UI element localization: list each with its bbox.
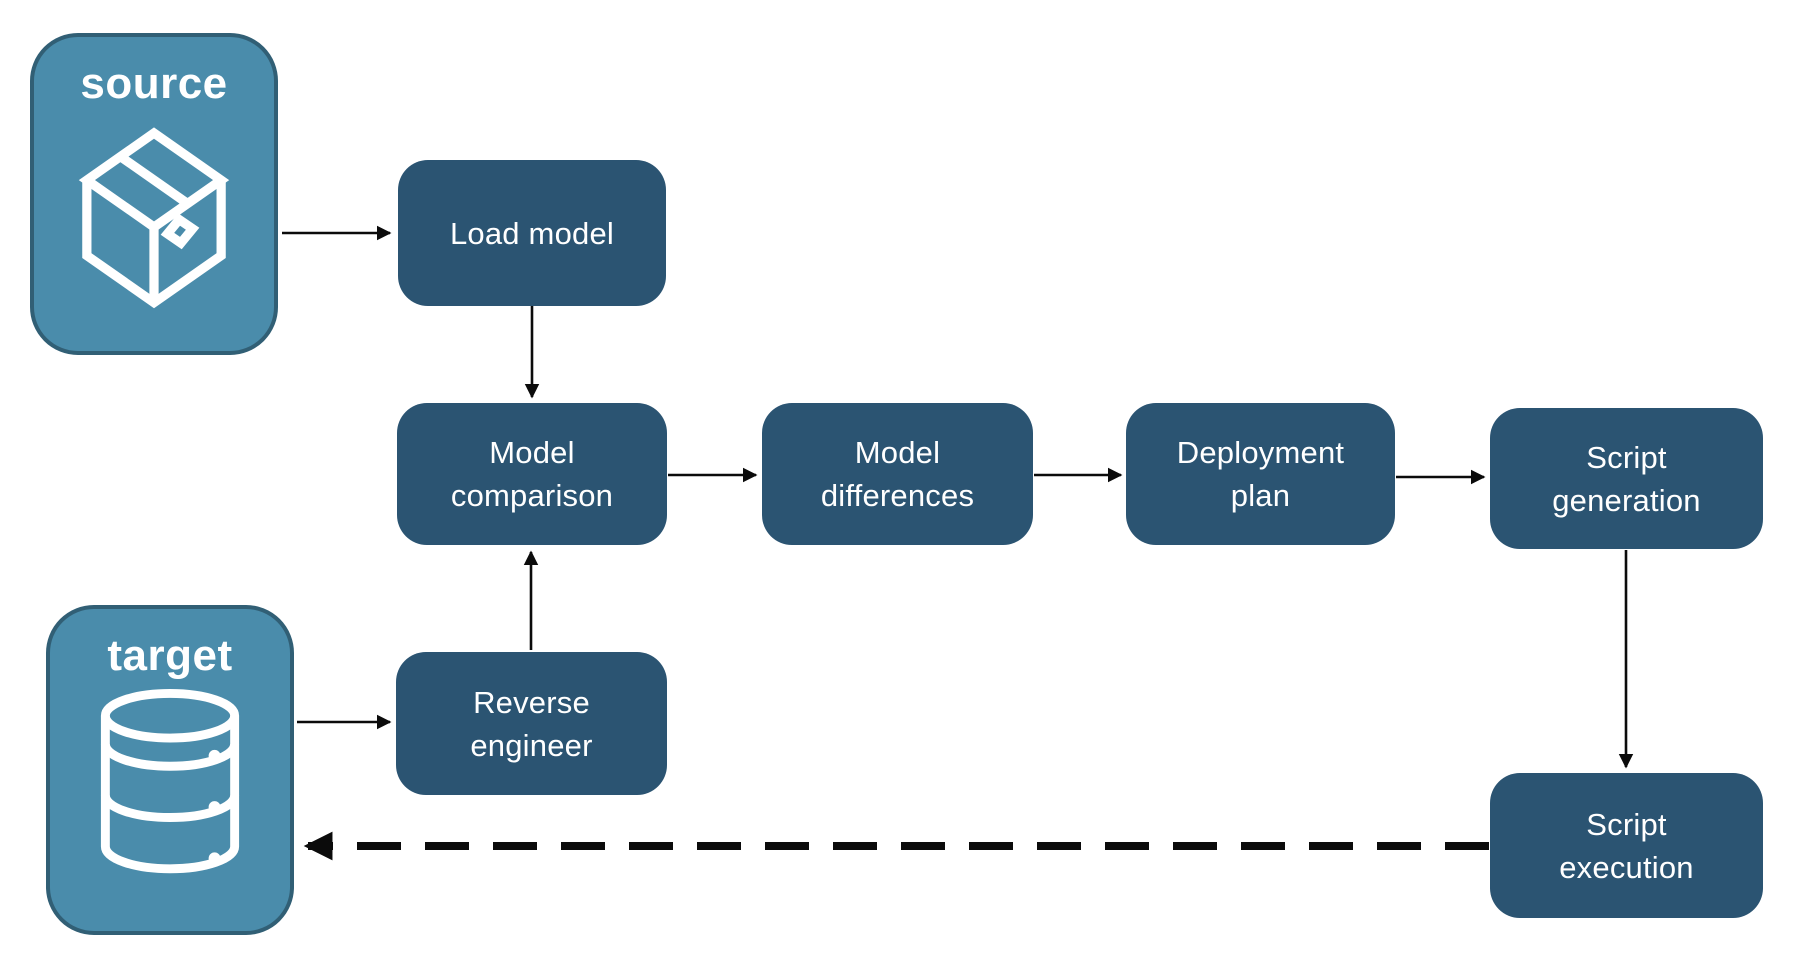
package-icon bbox=[78, 127, 230, 309]
node-script-execution: Script execution bbox=[1490, 773, 1763, 918]
load-model-label: Load model bbox=[449, 215, 614, 251]
script-execution-label: Script execution bbox=[1559, 806, 1694, 885]
node-script-generation: Script generation bbox=[1490, 408, 1763, 549]
node-model-comparison: Model comparison bbox=[397, 403, 667, 545]
script-generation-label: Script generation bbox=[1552, 439, 1701, 518]
reverse-engineer-label: Reverse engineer bbox=[470, 684, 593, 763]
node-target: target bbox=[46, 605, 294, 935]
node-deployment-plan: Deployment plan bbox=[1126, 403, 1395, 545]
model-differences-label: Model differences bbox=[820, 435, 975, 513]
database-icon bbox=[100, 689, 240, 874]
node-reverse-engineer: Reverse engineer bbox=[396, 652, 667, 795]
deployment-plan-label: Deployment plan bbox=[1176, 435, 1345, 513]
node-load-model: Load model bbox=[398, 160, 666, 306]
node-source: source bbox=[30, 33, 278, 355]
source-label: source bbox=[80, 59, 228, 108]
model-comparison-label: Model comparison bbox=[450, 435, 614, 513]
node-model-differences: Model differences bbox=[762, 403, 1033, 545]
target-label: target bbox=[107, 631, 233, 680]
